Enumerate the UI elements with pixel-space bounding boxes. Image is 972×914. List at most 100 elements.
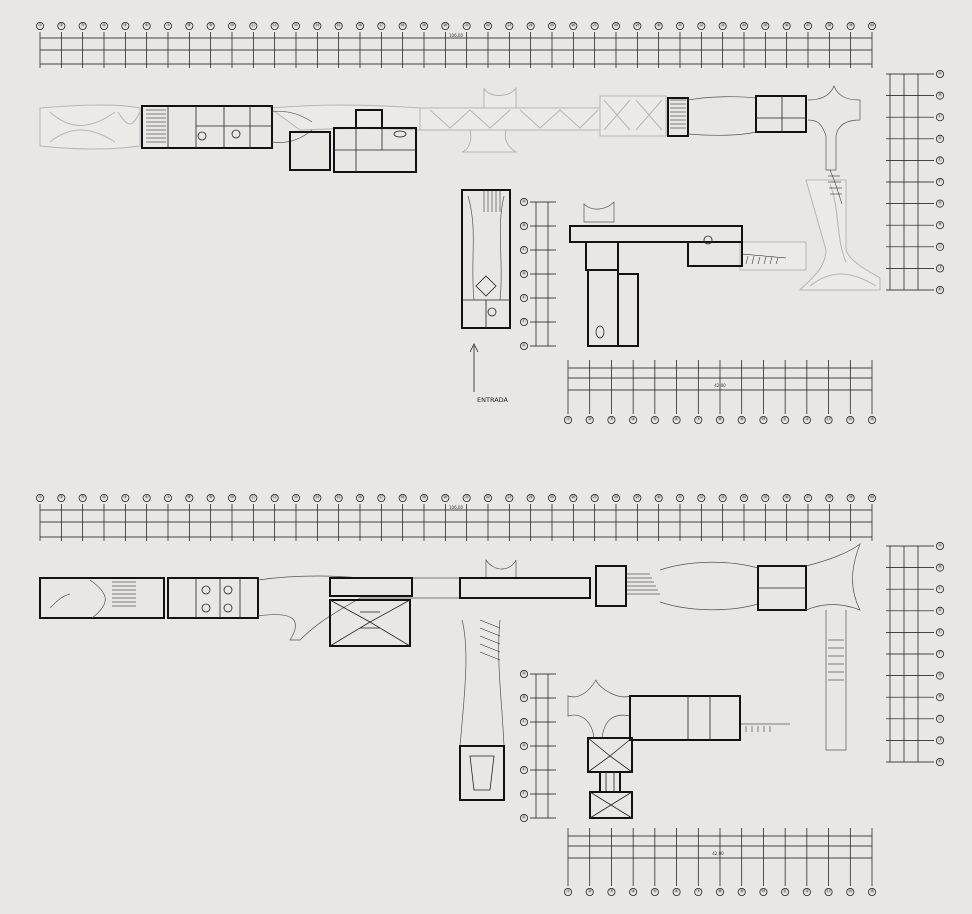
row-axis-bubble-label: Ⓙ [938, 736, 943, 743]
inner-column-axis-bubble-label: ⑪ [783, 416, 788, 423]
row-axis-bubble-label: Ⓗ [938, 693, 943, 700]
inner-row-axis-bubble [520, 197, 529, 206]
column-fixture-icon [487, 307, 497, 317]
column-axis-bubble [526, 493, 535, 502]
column-axis-bubble-label: ㉘ [614, 22, 619, 29]
inner-column-axis-bubble-label: ⑤ [653, 417, 657, 423]
inner-column-axis-bubble [564, 888, 573, 897]
row-axis-bubble [936, 264, 945, 273]
column-axis-bubble-label: ⑭ [315, 22, 320, 29]
column-axis-bubble [846, 493, 855, 502]
column-axis-bubble-label: ⑩ [230, 495, 234, 501]
column-axis-bubble [163, 21, 172, 30]
row-axis-bubble [936, 177, 945, 186]
column-axis-bubble [121, 21, 130, 30]
row-axis-bubble [936, 285, 945, 294]
column-axis-bubble [590, 21, 599, 30]
inner-row-axis-bubble-label: Ⓒ [522, 718, 527, 725]
inner-column-axis-bubble-label: ⑫ [805, 416, 810, 423]
inner-column-axis-bubble-label: ⑦ [696, 417, 700, 423]
row-axis-bubble [936, 199, 945, 208]
column-axis-bubble-label: ⑥ [145, 495, 149, 501]
column-axis-bubble [419, 21, 428, 30]
inner-column-axis-bubble [672, 888, 681, 897]
column-axis-bubble-label: ㉚ [656, 494, 661, 501]
column-axis-bubble-label: ㉓ [507, 22, 512, 29]
bottom-main-corridor [39, 542, 861, 751]
column-axis-bubble [377, 493, 386, 502]
column-axis-bubble-label: ⑯ [358, 494, 363, 501]
column-axis-bubble [569, 493, 578, 502]
bottom-inner-cross-block [567, 679, 790, 819]
column-axis-bubble [697, 21, 706, 30]
row-axis-bubble [936, 156, 945, 165]
inner-column-axis-bubble-label: ⑮ [870, 416, 875, 423]
inner-row-axis-bubble-label: Ⓐ [522, 198, 527, 205]
column-axis-bubble-label: ⑧ [187, 23, 191, 29]
inner-row-axis-bubble-label: Ⓓ [522, 742, 527, 749]
inner-column-axis-bubble [868, 888, 877, 897]
column-axis-bubble-label: ㉓ [507, 494, 512, 501]
column-axis-bubble [398, 493, 407, 502]
bathtub-icon [595, 325, 605, 339]
row-axis-bubble [936, 113, 945, 122]
column-axis-bubble [142, 21, 151, 30]
inner-column-axis-bubble-label: ⑨ [740, 889, 744, 895]
column-axis-bubble-label: ② [59, 495, 63, 501]
column-axis-bubble-label: ⑥ [145, 23, 149, 29]
inner-row-axis-bubble [520, 718, 529, 727]
column-axis-bubble [206, 493, 215, 502]
inner-row-axis-bubble-label: Ⓔ [522, 294, 527, 301]
inner-column-axis-bubble [781, 888, 790, 897]
row-axis-bubble-label: Ⓘ [938, 242, 943, 249]
column-axis-bubble [804, 493, 813, 502]
column-fixture-icon [201, 603, 211, 613]
column-axis-bubble-label: ㉙ [635, 22, 640, 29]
inner-column-axis-bubble-label: ⑨ [740, 417, 744, 423]
inner-column-axis-bubble-label: ⑤ [653, 889, 657, 895]
inner-column-axis-bubble-label: ④ [631, 417, 635, 423]
column-axis-bubble-label: ⑰ [379, 22, 384, 29]
inner-row-axis-bubble-label: Ⓓ [522, 270, 527, 277]
row-axis-bubble-label: Ⓓ [938, 134, 943, 141]
column-axis-bubble-label: ⑦ [166, 495, 170, 501]
column-axis-bubble [612, 493, 621, 502]
inner-column-axis-bubble [802, 888, 811, 897]
column-fixture-icon [223, 585, 233, 595]
column-axis-bubble-label: ③ [81, 495, 85, 501]
column-axis-bubble [782, 21, 791, 30]
column-axis-bubble-label: ㉗ [592, 494, 597, 501]
column-axis-bubble [291, 21, 300, 30]
column-axis-bubble-label: ① [38, 23, 42, 29]
column-axis-bubble [846, 21, 855, 30]
column-axis-bubble-label: ㉝ [720, 22, 725, 29]
entrance-label: ENTRADA [477, 396, 509, 404]
column-axis-bubble-label: ㉜ [699, 22, 704, 29]
column-axis-bubble [249, 493, 258, 502]
column-axis-bubble-label: ⑳ [443, 22, 448, 29]
inner-column-axis-bubble-label: ⑭ [848, 888, 853, 895]
column-axis-bubble [163, 493, 172, 502]
column-axis-bubble-label: ㉛ [678, 494, 683, 501]
column-axis-bubble-label: ⑫ [272, 22, 277, 29]
column-axis-bubble [569, 21, 578, 30]
inner-column-axis-bubble [650, 415, 659, 424]
column-axis-bubble [483, 21, 492, 30]
inner-column-axis-bubble-label: ⑫ [805, 888, 810, 895]
column-axis-bubble [100, 493, 109, 502]
column-axis-bubble-label: ④ [102, 495, 106, 501]
column-axis-bubble [377, 21, 386, 30]
column-axis-bubble [291, 493, 300, 502]
column-axis-bubble-label: ⑮ [336, 494, 341, 501]
inner-column-axis-bubble [868, 415, 877, 424]
column-axis-bubble-label: ⑦ [166, 23, 170, 29]
inner-column-axis-bubble-label: ⑦ [696, 889, 700, 895]
inner-row-axis-bubble-label: Ⓕ [522, 790, 527, 797]
column-axis-bubble [142, 493, 151, 502]
column-axis-bubble-label: ㉟ [763, 22, 768, 29]
